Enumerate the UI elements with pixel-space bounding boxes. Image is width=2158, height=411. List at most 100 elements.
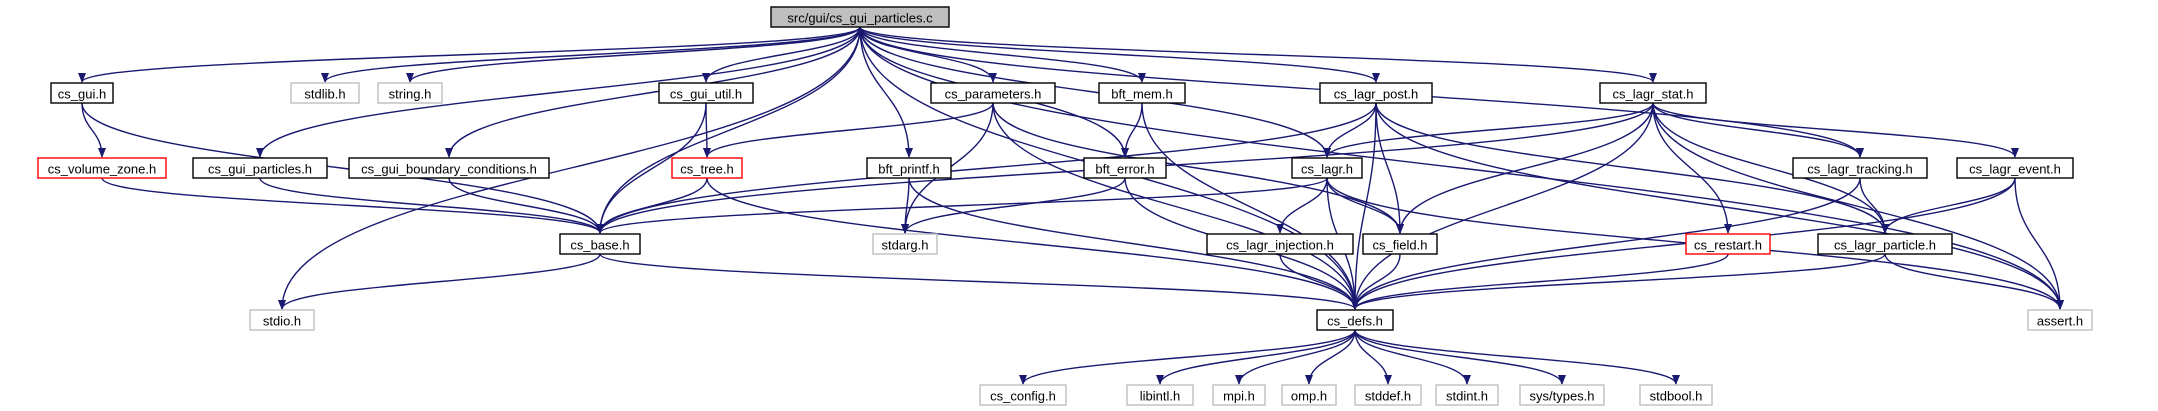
node-box: [770, 6, 950, 28]
edge-cs_lagr_h-to-cs_base_h: [596, 177, 1328, 234]
node-box: [290, 82, 360, 104]
edge-cs_tree_h-to-cs_defs_h: [706, 177, 1359, 310]
edge-cs_defs_h-to-stdbool_h: [1354, 329, 1680, 385]
node-box: [658, 82, 754, 104]
edge-cs_parameters_h-to-cs_defs_h: [992, 102, 1359, 310]
node-bft-printf-h[interactable]: bft_printf.h: [866, 157, 952, 179]
node-label: libintl.h: [1140, 389, 1180, 404]
edge-cs_lagr_post_h-to-cs_field_h: [1375, 102, 1404, 234]
node-cs-lagr-event-h[interactable]: cs_lagr_event.h: [1956, 157, 2074, 179]
edge-root-to-stdio_h: [278, 26, 861, 310]
node-libintl-h[interactable]: libintl.h: [1126, 384, 1194, 406]
node-cs-gui-h[interactable]: cs_gui.h: [50, 82, 114, 104]
node-label: cs_parameters.h: [945, 87, 1042, 102]
node-cs-lagr-post-h[interactable]: cs_lagr_post.h: [1319, 82, 1433, 104]
edges-layer: [78, 26, 2064, 385]
node-cs-config-h[interactable]: cs_config.h: [979, 384, 1067, 406]
edge-cs_parameters_h-to-cs_tree_h: [703, 102, 994, 158]
node-box: [872, 233, 938, 255]
node-label: cs_base.h: [570, 238, 629, 253]
node-box: [1212, 384, 1266, 406]
node-box: [1685, 233, 1771, 255]
node-box: [1206, 233, 1354, 255]
node-cs-base-h[interactable]: cs_base.h: [559, 233, 641, 255]
node-mpi-h[interactable]: mpi.h: [1212, 384, 1266, 406]
edge-cs_defs_h-to-mpi_h: [1235, 329, 1356, 385]
node-cs-parameters-h[interactable]: cs_parameters.h: [930, 82, 1056, 104]
node-box: [1126, 384, 1194, 406]
node-omp-h[interactable]: omp.h: [1281, 384, 1337, 406]
node-box: [348, 157, 550, 179]
edge-cs_lagr_particle_h-to-cs_defs_h: [1351, 253, 1886, 310]
node-cs-gui-particles-h[interactable]: cs_gui_particles.h: [192, 157, 328, 179]
node-cs-gui-util-h[interactable]: cs_gui_util.h: [658, 82, 754, 104]
node-stdbool-h[interactable]: stdbool.h: [1639, 384, 1713, 406]
node-label: mpi.h: [1223, 389, 1255, 404]
edge-root-to-cs_lagr_h: [859, 26, 1331, 158]
edge-root-to-cs_lagr_stat_h: [859, 26, 1657, 83]
node-cs-lagr-injection-h[interactable]: cs_lagr_injection.h: [1206, 233, 1354, 255]
node-stdint-h[interactable]: stdint.h: [1435, 384, 1499, 406]
node-box: [1435, 384, 1499, 406]
node-box: [1792, 157, 1928, 179]
node-label: cs_config.h: [990, 389, 1056, 404]
edge-cs_gui_particles_h-to-cs_base_h: [259, 177, 604, 234]
node-label: cs_field.h: [1373, 238, 1428, 253]
edge-root-to-bft_printf_h: [859, 26, 913, 158]
node-box: [559, 233, 641, 255]
node-cs-lagr-tracking-h[interactable]: cs_lagr_tracking.h: [1792, 157, 1928, 179]
node-cs-lagr-particle-h[interactable]: cs_lagr_particle.h: [1817, 233, 1953, 255]
node-box: [1354, 384, 1422, 406]
node-bft-error-h[interactable]: bft_error.h: [1083, 157, 1167, 179]
node-box: [1281, 384, 1337, 406]
node-stdlib-h[interactable]: stdlib.h: [290, 82, 360, 104]
node-stdio-h[interactable]: stdio.h: [249, 309, 315, 331]
node-sys-types-h[interactable]: sys/types.h: [1519, 384, 1605, 406]
node-cs-gui-boundary-conditions-h[interactable]: cs_gui_boundary_conditions.h: [348, 157, 550, 179]
edge-root-to-cs_gui_boundary_conditions_h: [445, 26, 861, 158]
edge-cs_lagr_particle_h-to-assert_h: [1884, 253, 2064, 310]
edge-cs_lagr_post_h-to-cs_base_h: [596, 102, 1377, 234]
node-box: [249, 309, 315, 331]
edge-cs_base_h-to-stdio_h: [278, 253, 601, 310]
node-stdarg-h[interactable]: stdarg.h: [872, 233, 938, 255]
edge-cs_lagr_post_h-to-cs_lagr_particle_h: [1375, 102, 1889, 234]
node-string-h[interactable]: string.h: [377, 82, 443, 104]
node-cs-tree-h[interactable]: cs_tree.h: [671, 157, 743, 179]
node-label: stdio.h: [263, 314, 301, 329]
node-root[interactable]: src/gui/cs_gui_particles.c: [770, 6, 950, 28]
edge-bft_printf_h-to-cs_defs_h: [908, 177, 1359, 310]
node-cs-field-h[interactable]: cs_field.h: [1362, 233, 1438, 255]
node-label: cs_restart.h: [1694, 238, 1762, 253]
node-box: [1098, 82, 1186, 104]
edge-cs_lagr_stat_h-to-assert_h: [1652, 102, 2064, 310]
node-box: [866, 157, 952, 179]
edge-cs_tree_h-to-cs_base_h: [596, 177, 708, 234]
edge-root-to-cs_gui_util_h: [702, 26, 861, 83]
node-cs-volume-zone-h[interactable]: cs_volume_zone.h: [37, 157, 167, 179]
node-box: [1291, 157, 1363, 179]
edge-cs_lagr_stat_h-to-cs_lagr_h: [1323, 102, 1654, 158]
node-label: bft_mem.h: [1111, 87, 1172, 102]
node-label: cs_lagr.h: [1301, 162, 1353, 177]
node-cs-lagr-h[interactable]: cs_lagr.h: [1291, 157, 1363, 179]
node-cs-restart-h[interactable]: cs_restart.h: [1685, 233, 1771, 255]
edge-cs_lagr_stat_h-to-cs_defs_h: [1351, 102, 1654, 310]
node-label: stdarg.h: [882, 238, 929, 253]
node-box: [192, 157, 328, 179]
node-label: string.h: [389, 87, 432, 102]
node-stddef-h[interactable]: stddef.h: [1354, 384, 1422, 406]
edge-root-to-cs_gui_particles_h: [256, 26, 861, 158]
node-label: stdint.h: [1446, 389, 1488, 404]
node-assert-h[interactable]: assert.h: [2027, 309, 2093, 331]
edge-cs_gui_util_h-to-cs_base_h: [596, 102, 707, 234]
edge-cs_lagr_post_h-to-cs_lagr_h: [1323, 102, 1377, 158]
edge-cs_gui_h-to-cs_volume_zone_h: [81, 102, 106, 158]
node-box: [930, 82, 1056, 104]
node-bft-mem-h[interactable]: bft_mem.h: [1098, 82, 1186, 104]
edge-bft_error_h-to-stdarg_h: [901, 177, 1126, 234]
node-cs-defs-h[interactable]: cs_defs.h: [1316, 309, 1394, 331]
node-cs-lagr-stat-h[interactable]: cs_lagr_stat.h: [1599, 82, 1707, 104]
node-label: assert.h: [2037, 314, 2083, 329]
edge-cs_lagr_injection_h-to-cs_defs_h: [1279, 253, 1359, 310]
